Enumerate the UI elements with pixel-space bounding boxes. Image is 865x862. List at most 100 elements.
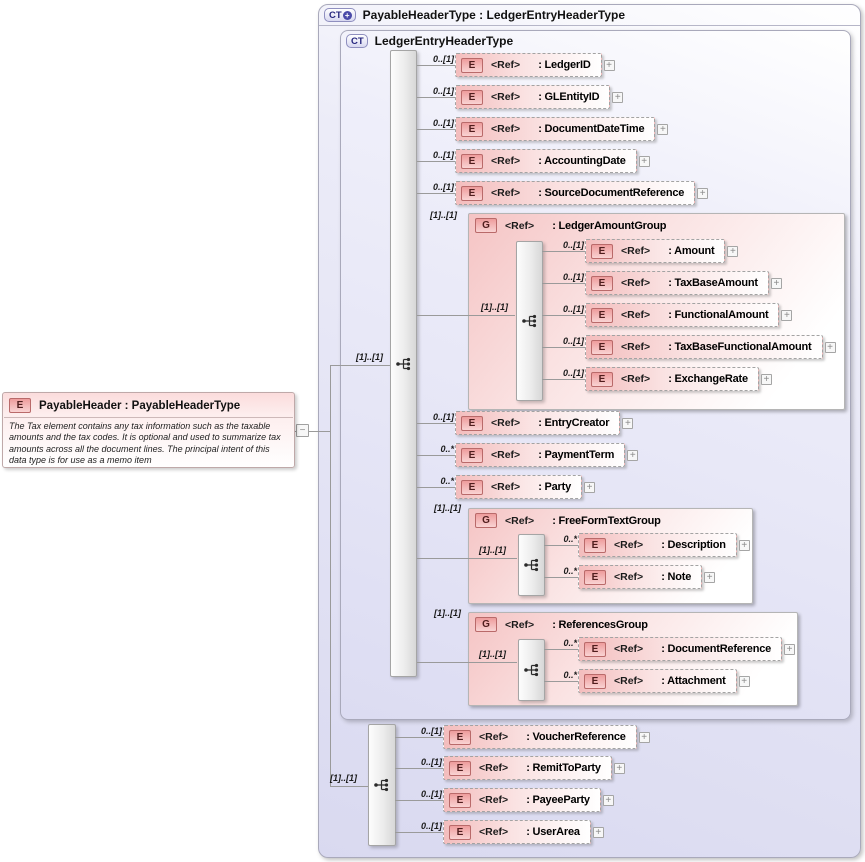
element-box[interactable]: E<Ref>: VoucherReference [443, 725, 637, 749]
element-name: : SourceDocumentReference [538, 187, 685, 199]
expand-button[interactable]: + [638, 732, 650, 743]
ref-label: <Ref> [479, 731, 509, 743]
expand-button[interactable]: + [613, 763, 625, 774]
group-name: : FreeFormTextGroup [552, 514, 661, 527]
sequence-bar [518, 639, 545, 701]
group-title: G <Ref> : LedgerAmountGroup [475, 218, 667, 233]
element-box[interactable]: E<Ref>: TaxBaseFunctionalAmount [585, 335, 823, 359]
element-row-paymentterm: 0..* E<Ref>: PaymentTerm + [417, 443, 639, 467]
element-box[interactable]: E<Ref>: GLEntityID [455, 85, 611, 109]
cardinality-label: [1]..[1] [434, 503, 461, 513]
cardinality-label: 0..[1] [432, 54, 454, 64]
cardinality-label: 0..[1] [432, 86, 454, 96]
cardinality-label: 0..[1] [562, 240, 584, 250]
connector-line [330, 786, 368, 787]
element-row-accountingdate: 0..[1] E<Ref>: AccountingDate + [417, 149, 650, 173]
expand-button[interactable]: + [770, 278, 782, 289]
element-box[interactable]: E<Ref>: Amount [585, 239, 726, 263]
element-badge: E [449, 729, 471, 745]
element-row-functionalamount: 0..[1] E<Ref>: FunctionalAmount + [542, 303, 793, 327]
outer-title: PayableHeaderType : LedgerEntryHeaderTyp… [362, 8, 625, 22]
element-row-voucherreference: 0..[1] E<Ref>: VoucherReference + [395, 725, 650, 749]
expand-button[interactable]: + [602, 795, 614, 806]
expand-button[interactable]: + [781, 310, 793, 321]
connector-line: 0..[1] [417, 149, 455, 173]
expand-button[interactable]: + [627, 450, 639, 461]
connector-line: 0..[1] [395, 725, 443, 749]
element-row-party: 0..* E<Ref>: Party + [417, 475, 596, 499]
expand-button[interactable]: + [738, 676, 750, 687]
element-box[interactable]: E<Ref>: Note [578, 565, 703, 589]
element-row-taxbaseamount: 0..[1] E<Ref>: TaxBaseAmount + [542, 271, 782, 295]
group-badge: G [475, 617, 497, 632]
cardinality-label: 0..[1] [562, 272, 584, 282]
expand-button[interactable]: + [612, 92, 624, 103]
expand-button[interactable]: + [584, 482, 596, 493]
inner-header: CT LedgerEntryHeaderType [346, 33, 513, 49]
element-name: : Description [661, 539, 726, 551]
element-box[interactable]: E<Ref>: TaxBaseAmount [585, 271, 769, 295]
element-badge: E [584, 569, 606, 585]
ref-label: <Ref> [614, 571, 644, 583]
element-box[interactable]: E<Ref>: Description [578, 533, 737, 557]
expand-button[interactable]: + [638, 156, 650, 167]
sequence-icon [374, 778, 389, 792]
group-badge: G [475, 513, 497, 528]
element-name: : FunctionalAmount [668, 309, 769, 321]
element-box[interactable]: E<Ref>: DocumentDateTime [455, 117, 656, 141]
ref-label: <Ref> [505, 514, 535, 527]
element-row-sourcedocumentreference: 0..[1] E<Ref>: SourceDocumentReference + [417, 181, 709, 205]
element-box[interactable]: E<Ref>: AccountingDate [455, 149, 637, 173]
collapse-button[interactable]: − [296, 424, 309, 437]
expand-button[interactable]: + [784, 644, 796, 655]
connector-line: 0..[1] [417, 411, 455, 435]
expand-button[interactable]: + [760, 374, 772, 385]
expand-button[interactable]: + [727, 246, 739, 257]
cardinality-label: 0..[1] [432, 412, 454, 422]
ref-label: <Ref> [505, 219, 535, 232]
element-box[interactable]: E<Ref>: PayeeParty [443, 788, 601, 812]
element-name: : Amount [668, 245, 715, 257]
expand-button[interactable]: + [622, 418, 634, 429]
element-box[interactable]: E<Ref>: EntryCreator [455, 411, 621, 435]
expand-button[interactable]: + [592, 827, 604, 838]
expand-button[interactable]: + [704, 572, 716, 583]
ct-badge-label: CT [329, 9, 342, 21]
group-title: G <Ref> : FreeFormTextGroup [475, 513, 661, 528]
ct-badge-label: CT [351, 35, 364, 47]
element-box[interactable]: E<Ref>: Attachment [578, 669, 737, 693]
connector-line: 0..* [544, 565, 578, 589]
element-box[interactable]: E <Ref> : SourceDocumentReference [455, 181, 696, 205]
expand-button[interactable]: + [738, 540, 750, 551]
expand-button[interactable]: + [824, 342, 836, 353]
cardinality-label: 0..[1] [420, 757, 442, 767]
ref-label: <Ref> [491, 187, 521, 199]
ref-label: <Ref> [479, 826, 509, 838]
connector-trunk [330, 365, 331, 786]
element-box[interactable]: E<Ref>: ExchangeRate [585, 367, 759, 391]
element-box[interactable]: E<Ref>: RemitToParty [443, 756, 612, 780]
element-box[interactable]: E<Ref>: FunctionalAmount [585, 303, 780, 327]
group-badge: G [475, 218, 497, 233]
element-badge: E [461, 185, 483, 201]
connector-line: 0..* [544, 533, 578, 557]
root-element-title: PayableHeader : PayableHeaderType [39, 399, 241, 412]
connector-line [330, 365, 390, 366]
element-box[interactable]: E<Ref>: PaymentTerm [455, 443, 626, 467]
expand-button[interactable]: + [697, 188, 709, 199]
element-box[interactable]: E<Ref>: LedgerID [455, 53, 602, 77]
expand-button[interactable]: + [603, 60, 615, 71]
ref-label: <Ref> [621, 245, 651, 257]
element-box[interactable]: E<Ref>: UserArea [443, 820, 591, 844]
root-element-payableheader[interactable]: E PayableHeader : PayableHeaderType The … [2, 392, 295, 468]
expand-button[interactable]: + [657, 124, 669, 135]
element-box[interactable]: E<Ref>: Party [455, 475, 583, 499]
ref-label: <Ref> [621, 373, 651, 385]
sequence-bar [516, 241, 543, 401]
element-badge: E [461, 89, 483, 105]
group-title: G <Ref> : ReferencesGroup [475, 617, 648, 632]
element-name: : PayeeParty [526, 794, 590, 806]
element-box[interactable]: E<Ref>: DocumentReference [578, 637, 783, 661]
cardinality-label: 0..* [563, 534, 577, 544]
